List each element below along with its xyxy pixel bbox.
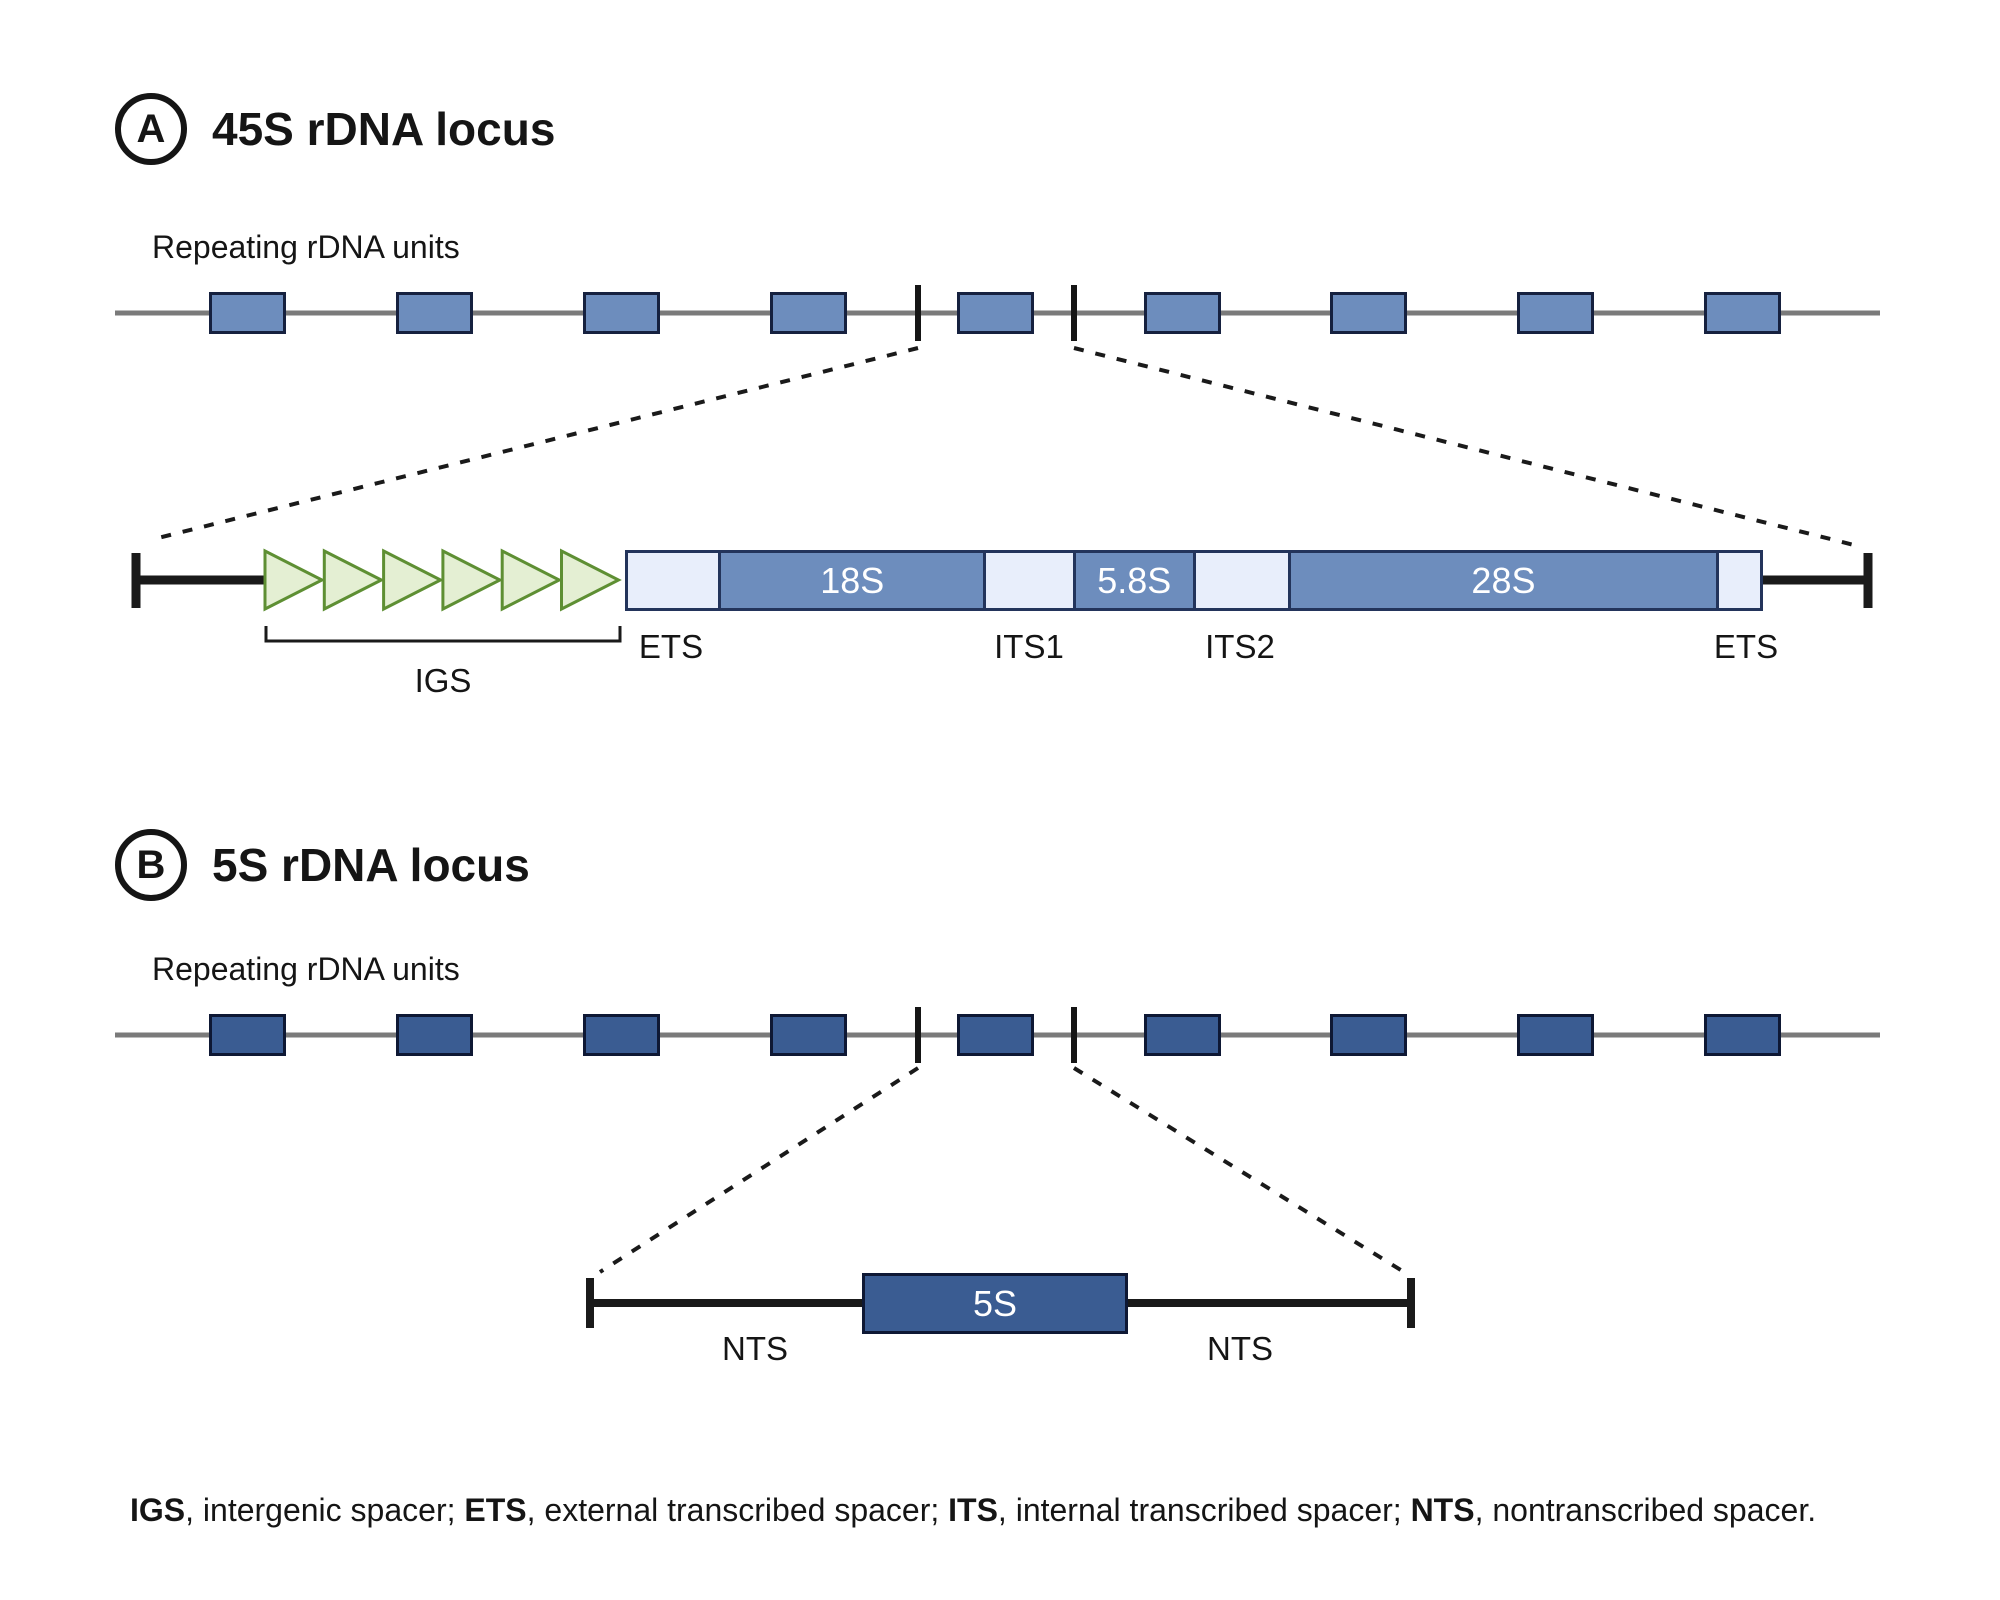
rdna-repeat-unit (1704, 292, 1782, 334)
panel-b-badge-letter: B (136, 842, 166, 887)
legend-part: ETS, external transcribed spacer; (464, 1492, 948, 1528)
its2-label: ITS2 (1205, 628, 1275, 665)
igs-repeat-arrow (441, 548, 504, 612)
legend-desc: , internal transcribed spacer; (997, 1492, 1411, 1528)
rdna-repeat-unit (769, 1014, 847, 1056)
abbreviation-legend: IGS, intergenic spacer; ETS, external tr… (130, 1490, 1910, 1530)
segment-ets-right (1715, 553, 1760, 608)
segment-ets-left (628, 553, 719, 608)
segment-5-8s-label: 5.8S (1097, 559, 1172, 601)
panel-b-badge: B (115, 829, 187, 901)
igs-repeat-arrow (322, 548, 385, 612)
zoom-dash-line (1072, 1066, 1406, 1274)
panel-a-badge: A (115, 93, 187, 165)
5s-gene-label: 5S (972, 1282, 1018, 1324)
panel-b-repeat-caption: Repeating rDNA units (152, 951, 460, 987)
ets-left-label: ETS (638, 628, 704, 665)
igs-repeat-arrow (560, 548, 622, 612)
segment-5-8s: 5.8S (1072, 553, 1194, 608)
segment-its1 (983, 553, 1073, 608)
igs-repeat-arrow (500, 548, 563, 612)
rdna-repeat-unit (1704, 1014, 1782, 1056)
zoom-dash-line (1073, 346, 1859, 548)
rdna-repeat-unit (1517, 292, 1595, 334)
segment-its2 (1193, 553, 1289, 608)
rdna-repeat-unit (209, 292, 286, 334)
legend-part: NTS, nontranscribed spacer. (1411, 1492, 1817, 1528)
segment-18s-label: 18S (820, 559, 885, 601)
rdna-repeat-unit (1330, 292, 1408, 334)
legend-desc: , intergenic spacer; (185, 1492, 465, 1528)
segment-18s: 18S (718, 553, 984, 608)
rdna-repeat-unit (1330, 1014, 1408, 1056)
segment-28s-label: 28S (1471, 559, 1536, 601)
legend-abbr-its: ITS (948, 1492, 998, 1528)
legend-abbr-ets: ETS (464, 1492, 527, 1528)
5s-gene-box: 5S (862, 1273, 1128, 1334)
rdna-repeat-unit (769, 292, 847, 334)
legend-part: IGS, intergenic spacer; (130, 1492, 464, 1528)
nts-left-label: NTS (722, 1330, 788, 1367)
rdna-repeat-unit (956, 1014, 1034, 1056)
igs-bracket (264, 626, 622, 643)
panel-a-title: 45S rDNA locus (212, 103, 556, 155)
zoom-dash-line (149, 346, 919, 542)
igs-repeat-arrow (382, 548, 444, 612)
rdna-repeat-unit (956, 292, 1034, 334)
its1-label: ITS1 (994, 628, 1064, 665)
rdna-repeat-unit (1517, 1014, 1595, 1056)
rdna-repeat-unit (395, 292, 473, 334)
rdna-repeat-unit (1143, 1014, 1221, 1056)
45s-unit-bar: 18S 5.8S 28S (625, 550, 1763, 611)
ets-right-label: ETS (1713, 628, 1779, 665)
rdna-repeat-unit (582, 1014, 660, 1056)
legend-desc: , external transcribed spacer; (526, 1492, 949, 1528)
panel-a-repeat-caption: Repeating rDNA units (152, 229, 460, 265)
zoom-dash-line (598, 1066, 920, 1274)
igs-repeat-arrows (263, 548, 622, 612)
rdna-repeat-unit (1143, 292, 1221, 334)
legend-part: ITS, internal transcribed spacer; (948, 1492, 1410, 1528)
nts-right-label: NTS (1207, 1330, 1273, 1367)
segment-28s: 28S (1288, 553, 1716, 608)
rdna-repeat-unit (582, 292, 660, 334)
igs-label: IGS (414, 662, 472, 699)
legend-desc: , nontranscribed spacer. (1474, 1492, 1817, 1528)
igs-repeat-arrow (263, 548, 326, 612)
rdna-repeat-unit (209, 1014, 286, 1056)
legend-abbr-nts: NTS (1410, 1492, 1475, 1528)
rdna-repeat-row-b (0, 1014, 2000, 1056)
panel-b-title: 5S rDNA locus (212, 839, 530, 891)
legend-abbr-igs: IGS (130, 1492, 186, 1528)
rdna-repeat-row-a (0, 292, 2000, 334)
panel-a-badge-letter: A (136, 106, 166, 151)
rdna-repeat-unit (395, 1014, 473, 1056)
